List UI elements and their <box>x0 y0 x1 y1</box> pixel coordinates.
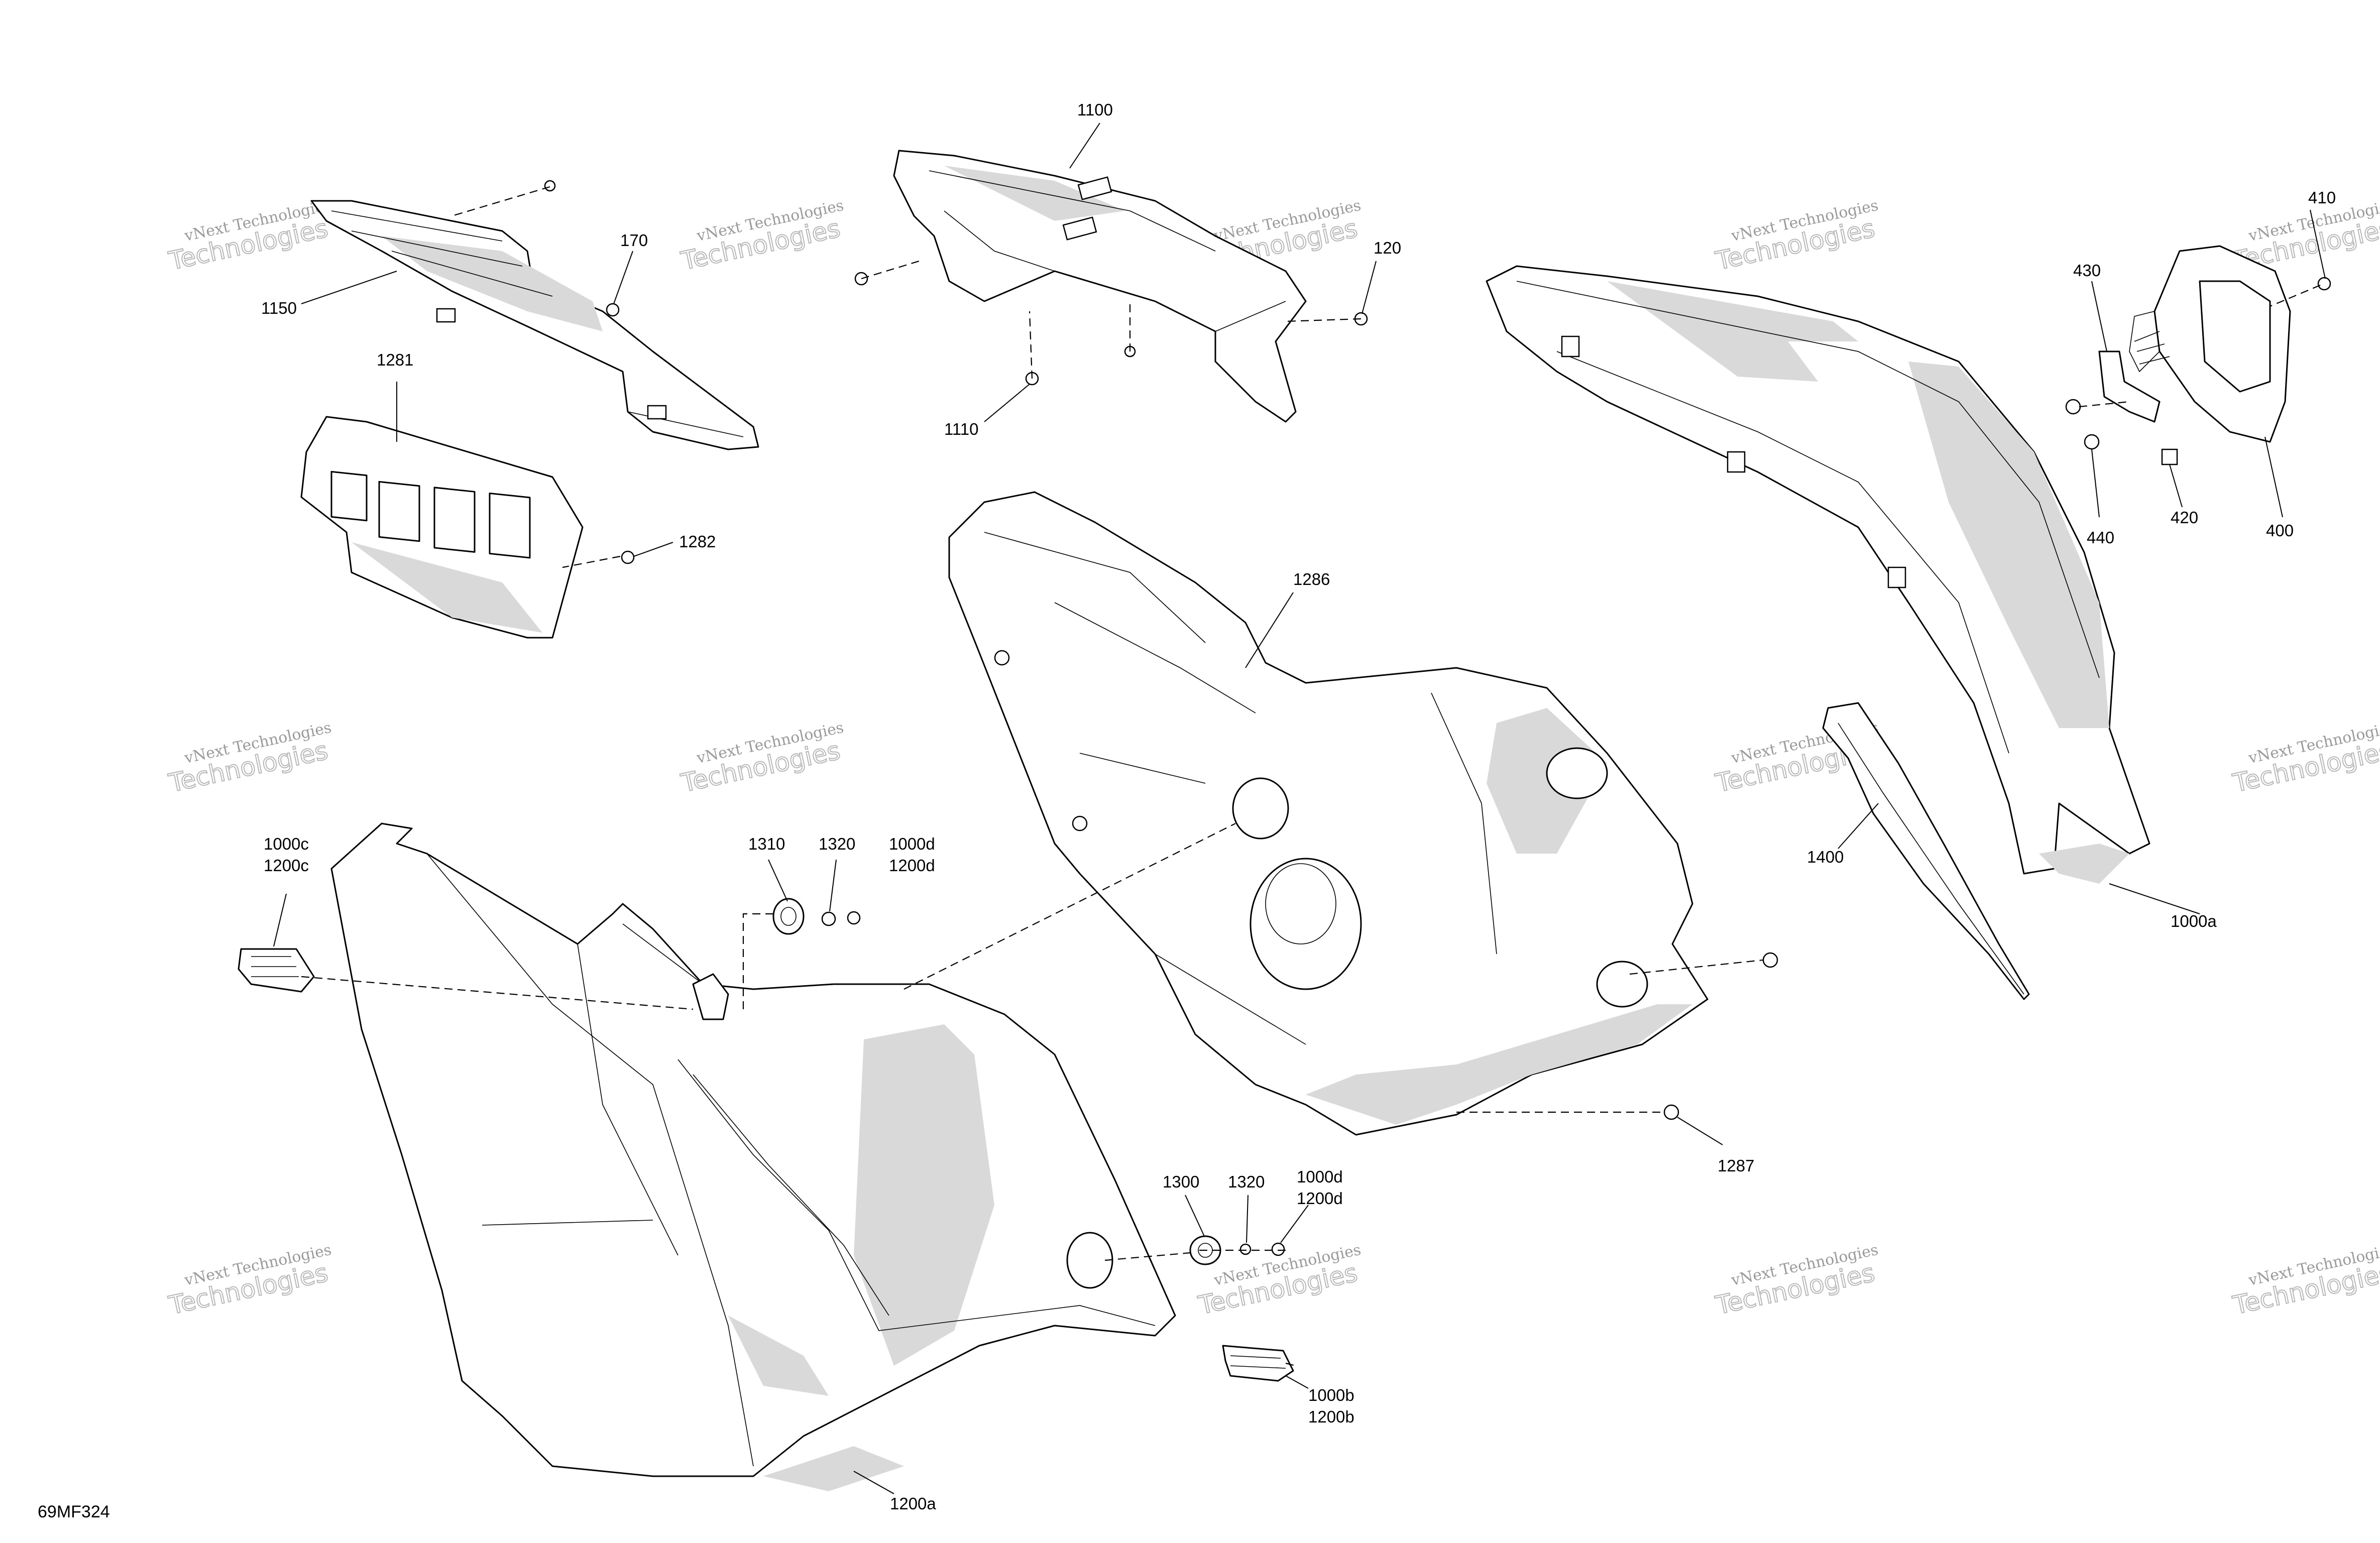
callout-1100: 1100 <box>1077 100 1113 119</box>
drawing-code: 69MF324 <box>38 1502 110 1521</box>
assembly-lines <box>301 186 2321 1367</box>
part-1100-upper-bracket <box>893 150 1307 423</box>
boss <box>1232 777 1289 840</box>
callout-1300: 1300 <box>1163 1172 1199 1191</box>
watermark: vNext Technologies Technologies <box>166 719 333 799</box>
vent-opening <box>378 481 420 542</box>
filler-cap <box>1250 858 1362 990</box>
callout-120: 120 <box>1374 239 1401 257</box>
clip <box>1727 451 1746 473</box>
part-1000d-screw <box>847 911 861 925</box>
vent-opening <box>489 492 531 559</box>
part-1000c-reflector <box>238 948 315 993</box>
part-1000b-reflector <box>1222 1345 1294 1382</box>
clip <box>647 405 667 420</box>
callout-1200d: 1200d <box>889 856 935 875</box>
callout-400: 400 <box>2266 521 2294 540</box>
watermark: vNext Technologies Technologies <box>678 197 845 277</box>
callout-1200d: 1200d <box>1297 1189 1343 1208</box>
callout-1320: 1320 <box>1228 1172 1265 1191</box>
callout-1200b: 1200b <box>1308 1407 1354 1426</box>
part-410-screw <box>2317 277 2331 291</box>
callout-1000d: 1000d <box>1297 1167 1343 1186</box>
part-430-latch-plate <box>2098 350 2161 423</box>
part-1282-nut <box>621 550 635 564</box>
watermark: vNext Technologies Technologies <box>2230 1241 2380 1321</box>
watermark: vNext Technologies Technologies <box>166 1241 333 1321</box>
clip <box>1561 335 1580 358</box>
part-420-clip <box>2161 448 2178 465</box>
leader-lines <box>273 123 2326 1494</box>
callout-1110: 1110 <box>944 420 979 438</box>
clip <box>436 308 456 323</box>
callout-1000d: 1000d <box>889 835 935 853</box>
part-1200a-lower-panel <box>330 822 1176 1491</box>
part-1150-bracket-panel <box>310 200 759 450</box>
part-1310-grommet <box>772 898 805 935</box>
part-1320-nut <box>821 911 836 926</box>
vent-opening <box>433 487 476 553</box>
hole <box>1072 815 1088 832</box>
callout-1310: 1310 <box>748 835 785 853</box>
clip <box>1887 566 1906 588</box>
part-1000a-right-panel <box>1486 265 2150 884</box>
part-1286-center-housing <box>948 491 1709 1136</box>
callout-1320: 1320 <box>819 835 855 853</box>
callout-430: 430 <box>2073 261 2101 280</box>
boss <box>1066 1232 1113 1289</box>
callout-1286: 1286 <box>1293 570 1330 588</box>
callout-labels: 1100 1150 170 1281 1282 120 1110 1286 41… <box>261 100 2336 1513</box>
callout-410: 410 <box>2308 188 2336 207</box>
callout-1200c: 1200c <box>264 856 309 875</box>
boss <box>1546 747 1608 799</box>
part-1400-trim-strip <box>1822 702 2030 1000</box>
callout-1200a: 1200a <box>890 1494 936 1513</box>
part-170-screw <box>606 303 620 317</box>
boss <box>1596 961 1648 1008</box>
part-1320-nut <box>1239 1243 1252 1255</box>
mount-bracket <box>692 973 729 1020</box>
callout-420: 420 <box>2171 508 2198 527</box>
watermark: vNext Technologies Technologies <box>1713 197 1880 277</box>
callout-1287: 1287 <box>1718 1156 1754 1175</box>
part-400-compartment <box>2129 245 2291 443</box>
callout-1400: 1400 <box>1807 848 1844 866</box>
part-1287-nut <box>1762 952 1778 968</box>
callout-1282: 1282 <box>679 532 716 551</box>
callout-1000b: 1000b <box>1308 1386 1354 1404</box>
part-440-nut <box>2065 399 2081 415</box>
part-1000d-screw <box>1271 1242 1285 1256</box>
callout-1000a: 1000a <box>2171 912 2217 930</box>
watermark: vNext Technologies Technologies <box>678 719 845 799</box>
watermark: vNext Technologies Technologies <box>166 197 333 277</box>
callout-440: 440 <box>2087 528 2114 547</box>
watermark: vNext Technologies Technologies <box>1713 1241 1880 1321</box>
part-440-nut <box>2084 434 2100 450</box>
part-1287-nut <box>1663 1104 1679 1120</box>
vent-opening <box>330 470 368 522</box>
callout-1000c: 1000c <box>264 835 309 853</box>
callout-1281: 1281 <box>377 350 413 369</box>
slot <box>1077 176 1112 200</box>
watermark: vNext Technologies Technologies <box>2230 719 2380 799</box>
slot <box>1062 216 1097 241</box>
part-screw <box>544 180 556 192</box>
hole <box>994 650 1010 666</box>
callout-1150: 1150 <box>261 299 297 317</box>
callout-170: 170 <box>620 231 648 250</box>
part-1281-vented-cover <box>300 416 584 639</box>
